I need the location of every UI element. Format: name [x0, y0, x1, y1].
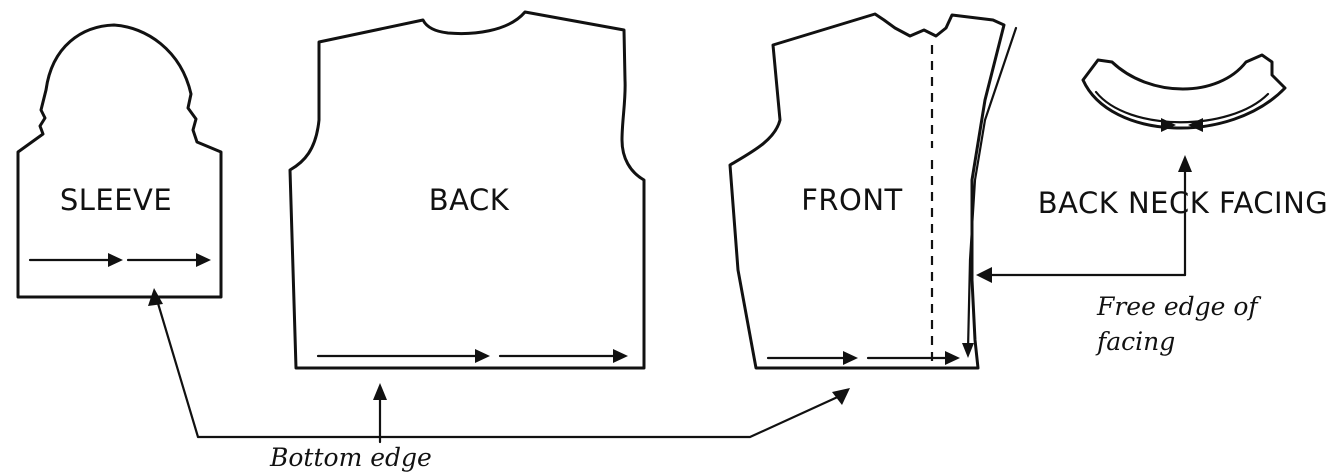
back-neck-facing-piece: BACK NECK FACING [1038, 53, 1329, 277]
bottom-edge-arrowhead-sleeve [148, 288, 163, 306]
back-outline [288, 10, 646, 370]
front-label: FRONT [801, 183, 903, 217]
front-grain-arrowhead-2 [945, 351, 960, 365]
front-facing-fold-line [966, 26, 1018, 352]
front-grain-arrowhead-1 [843, 351, 858, 365]
bottom-edge-arrowhead-back [373, 383, 387, 400]
bottom-edge-annotation: Bottom edge [148, 288, 850, 472]
sleeve-label: SLEEVE [60, 183, 172, 217]
facing-arrowhead-left [1161, 118, 1176, 132]
back-grain-arrowhead-1 [475, 349, 490, 363]
back-label: BACK [429, 183, 510, 217]
bottom-edge-note: Bottom edge [269, 443, 432, 472]
back-piece: BACK [288, 10, 646, 370]
front-facing-arrowhead [962, 343, 974, 358]
free-edge-note-line-1: Free edge of [1096, 292, 1261, 321]
front-piece: FRONT [728, 12, 1018, 370]
facing-pointer-arrowhead [1178, 155, 1192, 172]
sleeve-grain-arrowhead-1 [108, 253, 123, 267]
facing-outline [1081, 53, 1287, 130]
bottom-edge-leader-path [155, 298, 844, 439]
free-edge-annotation: Free edge of facing [976, 267, 1261, 356]
front-outline [728, 12, 1006, 370]
back-grain-arrowhead-2 [613, 349, 628, 363]
facing-arrowhead-right [1188, 118, 1203, 132]
facing-inner-line [1094, 90, 1270, 124]
sleeve-outline [16, 23, 223, 299]
sleeve-grain-arrowhead-2 [196, 253, 211, 267]
back-neck-facing-label: BACK NECK FACING [1038, 186, 1329, 220]
free-edge-leader-arrowhead [976, 267, 992, 283]
bottom-edge-arrowhead-front [832, 388, 850, 405]
free-edge-note-line-2: facing [1095, 327, 1175, 356]
sleeve-piece: SLEEVE [16, 23, 223, 299]
